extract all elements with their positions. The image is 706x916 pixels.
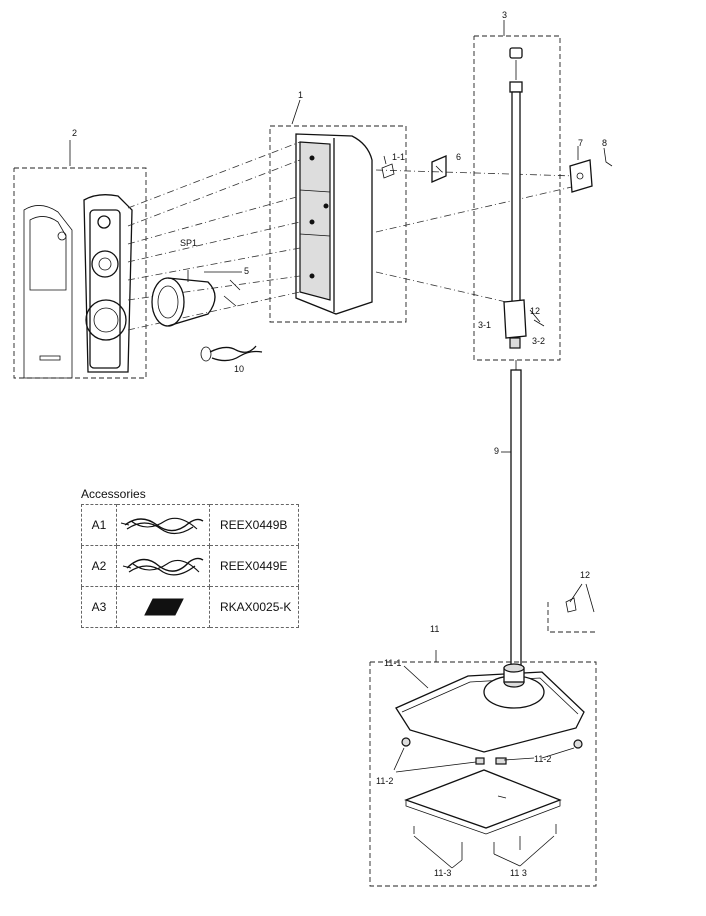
- accessory-row-a3: A3 RKAX0025-K: [81, 586, 299, 628]
- callout-11-2-left: 11-2: [376, 776, 393, 786]
- callout-6: 6: [456, 152, 461, 162]
- callout-11-1: 11-1: [384, 658, 401, 668]
- callout-11-3-right: 11 3: [510, 868, 527, 878]
- callout-10: 10: [234, 364, 244, 374]
- part-1-1-bracket: [381, 155, 395, 179]
- callout-sp1: SP1: [180, 238, 197, 248]
- callout-2: 2: [72, 128, 77, 138]
- callout-9: 9: [494, 446, 499, 456]
- speaker-driver-sp1: [151, 270, 242, 327]
- accessory-row-a2: A2 REEX0449E: [81, 545, 299, 587]
- accessories-grid: A1 REEX0449B A2 REEX: [81, 504, 299, 628]
- callout-5: 5: [244, 266, 249, 276]
- callout-3-1: 3-1: [478, 320, 491, 330]
- part-3-pole-top: [473, 35, 613, 361]
- callout-11-3-left: 11-3: [434, 868, 451, 878]
- cable-bundle-icon: [122, 557, 204, 576]
- accessory-id: A2: [81, 545, 117, 587]
- callout-3-2: 3-2: [532, 336, 545, 346]
- accessory-part-number: REEX0449B: [209, 504, 299, 546]
- part-6-pad: [431, 155, 447, 183]
- part-10-cable: [200, 345, 263, 362]
- callout-1-1: 1-1: [392, 152, 405, 162]
- accessories-title: Accessories: [81, 487, 146, 501]
- accessory-part-number: RKAX0025-K: [209, 586, 299, 628]
- accessories-table: Accessories A1 REEX0449B A2: [81, 486, 299, 628]
- accessory-part-number: REEX0449E: [209, 545, 299, 587]
- callout-1: 1: [298, 90, 303, 100]
- callout-labels: 1 1-1 2 3 3-1 3-2 5 6 7 8 9 10 11 11-1 1…: [72, 10, 607, 878]
- pad-icon: [144, 598, 184, 616]
- part-12-bracket: [547, 583, 596, 633]
- part-1-rear-cabinet: [269, 125, 407, 323]
- part-9-pole: [501, 360, 522, 671]
- callout-7: 7: [578, 138, 583, 148]
- accessory-row-a1: A1 REEX0449B: [81, 504, 299, 546]
- callout-11: 11: [430, 624, 439, 634]
- part-11-base: [369, 650, 597, 887]
- callout-3: 3: [502, 10, 507, 20]
- part-2-front-grille: [13, 167, 147, 379]
- callout-11-2-right: 11-2: [534, 754, 551, 764]
- callout-8: 8: [602, 138, 607, 148]
- callout-12: 12: [580, 570, 590, 580]
- accessory-id: A1: [81, 504, 117, 546]
- callout-12-bracket: 12: [530, 306, 540, 316]
- accessory-id: A3: [81, 586, 117, 628]
- cable-bundle-icon: [120, 517, 204, 535]
